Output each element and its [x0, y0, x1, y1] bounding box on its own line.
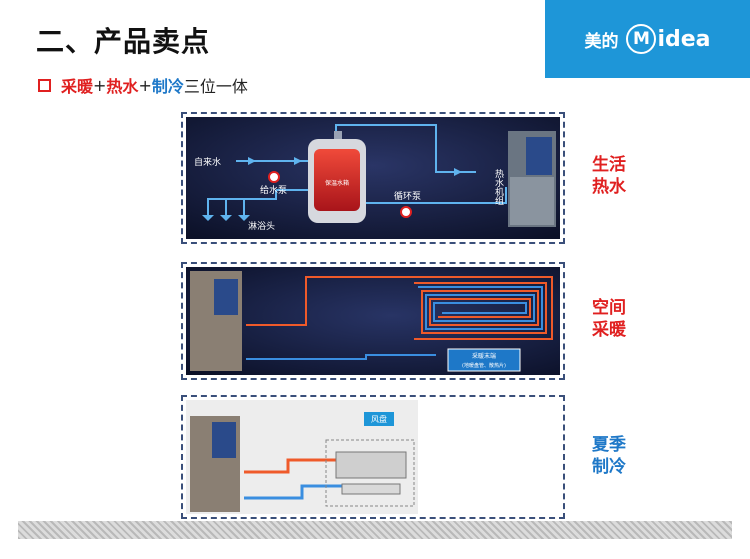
terminal-label: 采暖末端	[472, 352, 496, 360]
shower-heads-icon	[202, 215, 250, 221]
fan-coil-grille	[341, 483, 401, 495]
heating-diagram: 采暖末端 (地暖盘管、散热片)	[186, 267, 560, 375]
floor-hatch-strip	[18, 521, 732, 539]
subtitle-plus-2: +	[138, 75, 152, 95]
logo-chinese-text: 美的	[584, 31, 619, 52]
subtitle-hot-water: 热水	[106, 77, 139, 96]
tank-cap	[334, 131, 342, 139]
page-title: 二、产品卖点	[36, 25, 211, 58]
square-bullet-icon	[38, 78, 51, 92]
side-label-cooling: 夏季制冷	[592, 435, 626, 477]
heating-coil-pipes	[246, 276, 553, 360]
logo-english-text: M idea	[626, 24, 711, 54]
heating-diagram-panel: 采暖末端 (地暖盘管、散热片)	[181, 262, 565, 380]
side-label-heating: 空间采暖	[592, 298, 626, 340]
hot-water-diagram-panel: 保温水箱 自来水 给水泵 淋浴头 循环泵 热水机组	[181, 112, 565, 244]
hot-water-diagram: 保温水箱 自来水 给水泵 淋浴头 循环泵 热水机组	[186, 117, 560, 239]
unit-label: 热水机组	[493, 168, 504, 205]
tank-label: 保温水箱	[325, 179, 349, 187]
subtitle-plus-1: +	[93, 75, 107, 95]
unit-lower-panel	[510, 177, 554, 225]
fan-coil-frame	[325, 439, 415, 507]
feed-pump-label: 给水泵	[260, 184, 287, 196]
logo-idea: idea	[657, 26, 711, 52]
cooling-diagram-panel: 风盘	[181, 395, 565, 519]
tap-water-label: 自来水	[194, 156, 221, 168]
circ-pump-label: 循环泵	[394, 190, 421, 202]
terminal-sublabel: (地暖盘管、散热片)	[462, 362, 506, 369]
shower-label: 淋浴头	[248, 220, 275, 232]
unit-fan-grille	[212, 422, 236, 458]
unit-fan-grille	[214, 279, 238, 315]
flow-arrows	[248, 157, 462, 176]
water-tank-inner	[314, 149, 360, 211]
panel-background	[186, 117, 560, 239]
unit-fan-grille	[526, 137, 552, 175]
side-label-hot-water: 生活热水	[592, 155, 626, 197]
fan-coil-label: 风盘	[371, 414, 387, 424]
fan-coil-unit	[335, 451, 407, 479]
cooling-pipes	[244, 458, 346, 500]
circ-pump-icon	[400, 206, 412, 218]
feed-pump-icon	[268, 171, 280, 183]
midea-logo: 美的 M idea	[545, 0, 750, 78]
subtitle-suffix: 三位一体	[183, 77, 248, 96]
cooling-diagram: 风盘	[186, 400, 418, 514]
fan-coil-label-box	[364, 412, 394, 426]
terminal-label-box	[447, 348, 521, 372]
subtitle-heating: 采暖	[61, 77, 94, 96]
logo-m-circle: M	[626, 24, 657, 54]
subtitle: 采暖 + 热水 + 制冷 三位一体	[38, 73, 248, 97]
subtitle-cooling: 制冷	[151, 77, 184, 96]
